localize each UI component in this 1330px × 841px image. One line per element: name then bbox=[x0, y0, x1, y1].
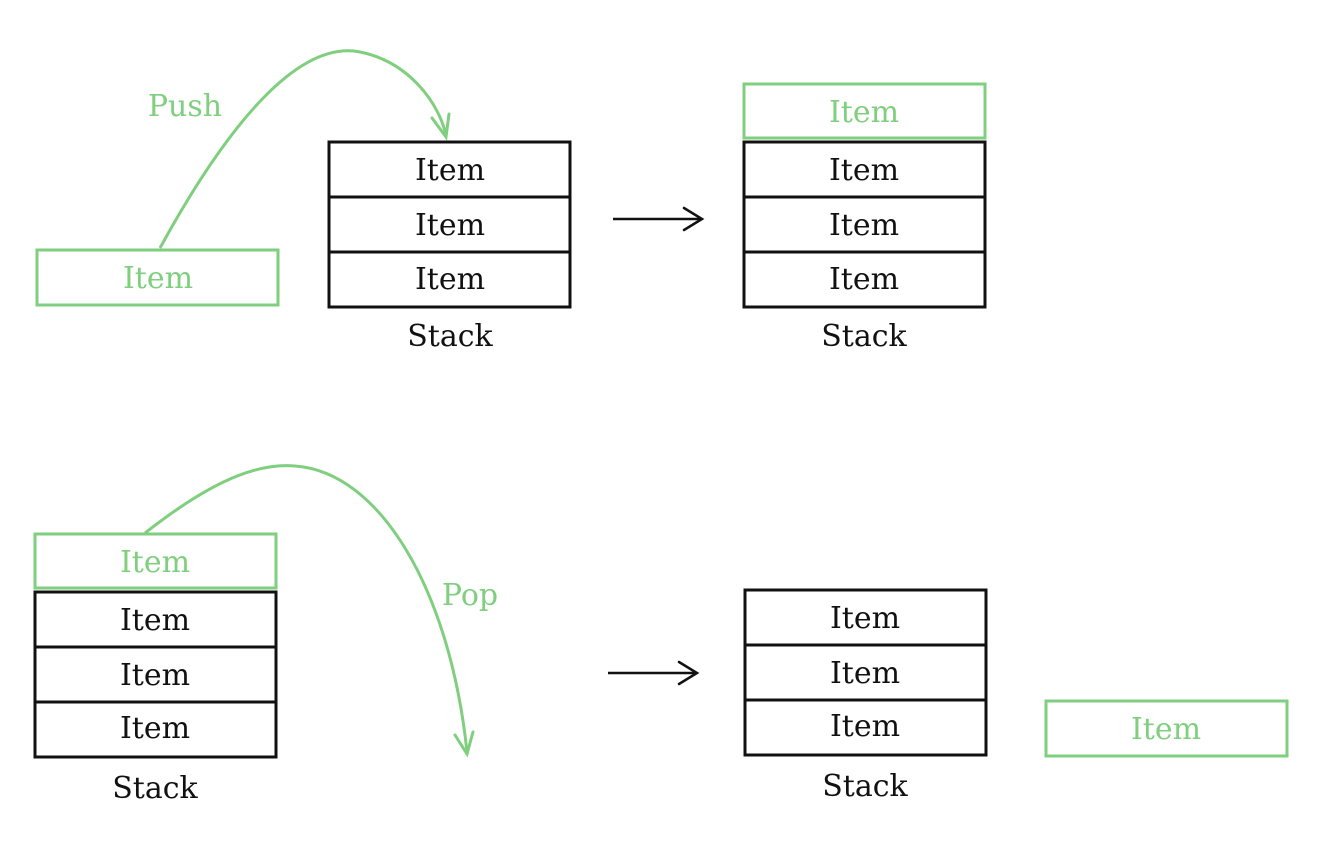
push-incoming-item: Item bbox=[35, 248, 280, 307]
push-after-item-1: Item bbox=[829, 153, 899, 188]
push-arrow bbox=[158, 49, 451, 249]
pop-transition-arrow bbox=[608, 660, 700, 686]
pop-after-item-3: Item bbox=[830, 709, 900, 744]
push-after-stack: Item Item Item bbox=[742, 140, 987, 309]
pop-after-stack: Item Item Item bbox=[743, 588, 988, 757]
push-before-item-2: Item bbox=[415, 208, 485, 243]
push-after-new-item: Item bbox=[742, 82, 987, 140]
pop-removed-item-label: Item bbox=[1131, 712, 1201, 747]
push-after-caption: Stack bbox=[821, 319, 907, 354]
pop-before-caption: Stack bbox=[112, 771, 198, 806]
pop-before-top-item-label: Item bbox=[120, 545, 190, 580]
pop-arrow bbox=[144, 464, 475, 758]
pop-label: Pop bbox=[442, 578, 498, 613]
pop-after-item-1: Item bbox=[830, 601, 900, 636]
pop-before-item-3: Item bbox=[120, 711, 190, 746]
push-after-item-3: Item bbox=[829, 262, 899, 297]
pop-after-item-2: Item bbox=[830, 656, 900, 691]
pop-before-top-item: Item bbox=[33, 532, 278, 590]
push-before-caption: Stack bbox=[407, 319, 493, 354]
pop-removed-item: Item bbox=[1044, 699, 1289, 758]
pop-before-stack: Item Item Item bbox=[33, 590, 278, 759]
pop-before-item-1: Item bbox=[120, 603, 190, 638]
push-before-item-1: Item bbox=[415, 153, 485, 188]
push-incoming-item-label: Item bbox=[123, 261, 193, 296]
push-after-new-item-label: Item bbox=[829, 95, 899, 130]
pop-before-item-2: Item bbox=[120, 658, 190, 693]
push-transition-arrow bbox=[613, 206, 705, 232]
push-label: Push bbox=[148, 89, 222, 124]
push-before-item-3: Item bbox=[415, 262, 485, 297]
push-after-item-2: Item bbox=[829, 208, 899, 243]
pop-after-caption: Stack bbox=[822, 769, 908, 804]
push-before-stack: Item Item Item bbox=[327, 140, 572, 309]
